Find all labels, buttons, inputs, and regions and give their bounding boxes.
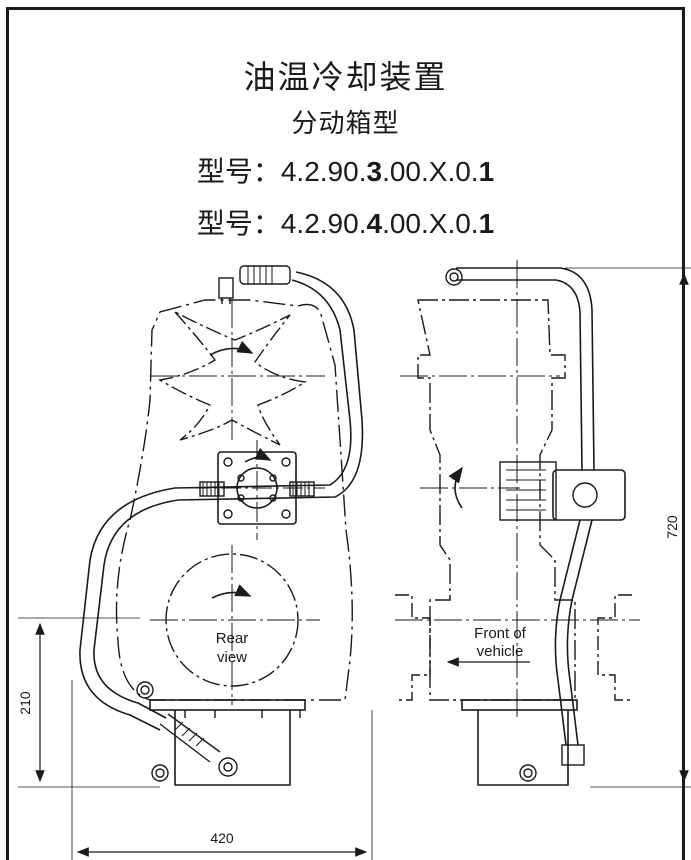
dim-height-total-label: 720: [664, 515, 680, 539]
model-suffix: 1: [478, 208, 495, 239]
rear-hose: [79, 279, 352, 731]
side-housing-outline: [417, 299, 576, 701]
model-suffix: 1: [478, 156, 495, 187]
model-prefix: 4.2.90.: [280, 208, 367, 239]
front-of-vehicle-label-line2: vehicle: [477, 643, 524, 660]
rear-view: [79, 265, 364, 786]
dimension-lines: [18, 267, 691, 860]
title-sub: 分动箱型: [291, 109, 400, 139]
dim-width-label: 420: [210, 830, 234, 846]
side-view: [395, 260, 640, 786]
title-main: 油温冷却装置: [243, 58, 448, 96]
model-prefix: 4.2.90.: [280, 156, 367, 187]
model-variant: 4: [366, 208, 383, 239]
model-mid: .00.X.0.: [382, 156, 479, 187]
model-mid: .00.X.0.: [382, 208, 479, 239]
model-number-1: 型号：4.2.90.3.00.X.0.1: [0, 150, 691, 190]
model-variant: 3: [366, 156, 383, 187]
rear-view-label-line1: Rear: [216, 630, 249, 647]
dim-height-lower-label: 210: [17, 691, 33, 715]
rear-housing-outline: [115, 299, 353, 701]
model-label: 型号：: [196, 207, 281, 240]
side-hose: [456, 267, 595, 471]
rear-view-label-line2: view: [217, 649, 247, 666]
side-cooler: [552, 469, 626, 521]
rear-upper-flange: [158, 311, 307, 446]
front-of-vehicle-label-line1: Front of: [474, 625, 527, 642]
rear-oil-pan: [149, 699, 306, 711]
model-label: 型号：: [196, 155, 281, 188]
model-number-2: 型号：4.2.90.4.00.X.0.1: [0, 202, 691, 242]
